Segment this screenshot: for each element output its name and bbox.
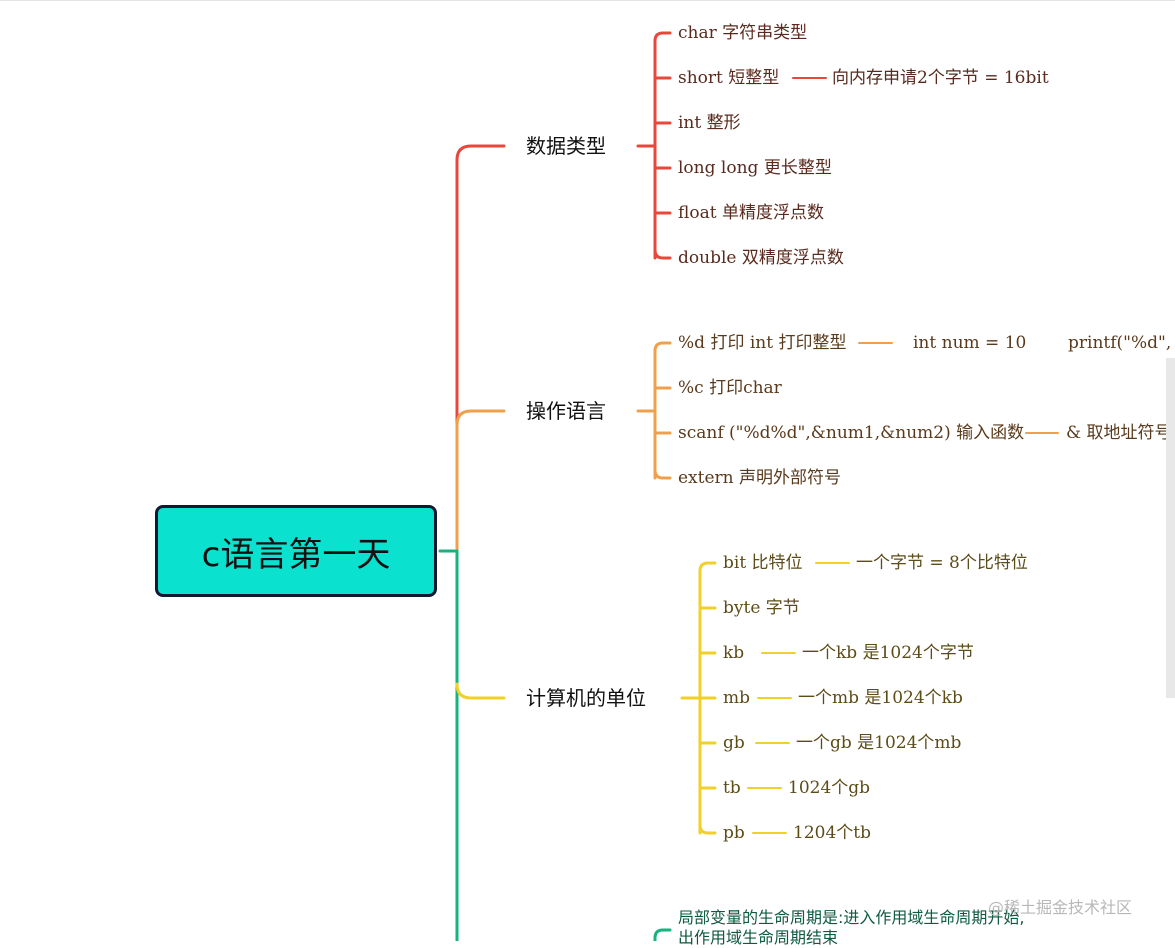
leaf-scanf[interactable]: scanf ("%d%d",&num1,&num2) 输入函数 xyxy=(678,423,1025,443)
leaf-int[interactable]: int 整形 xyxy=(678,113,741,133)
trunk-to-units xyxy=(455,682,506,700)
operations-bracket-end xyxy=(653,468,672,480)
leaf-pc[interactable]: %c 打印char xyxy=(678,378,782,398)
leaf-short-note[interactable]: 向内存申请2个字节 = 16bit xyxy=(832,68,1049,88)
leaf-kb-note[interactable]: 一个kb 是1024个字节 xyxy=(802,643,974,663)
leaf-pd-note1[interactable]: int num = 10 xyxy=(913,333,1027,353)
leaf-pd[interactable]: %d 打印 int 打印整型 xyxy=(678,333,847,353)
top-border xyxy=(0,0,1175,1)
units-note-links xyxy=(747,562,850,834)
leaf-mb-note[interactable]: 一个mb 是1024个kb xyxy=(798,688,963,708)
units-bracket-end xyxy=(698,823,717,835)
leaf-longlong[interactable]: long long 更长整型 xyxy=(678,158,832,178)
watermark: @稀土掘金技术社区 xyxy=(988,898,1133,917)
root-node[interactable]: c语言第一天 xyxy=(155,505,437,597)
leaf-short[interactable]: short 短整型 xyxy=(678,68,780,88)
leaf-pb[interactable]: pb xyxy=(723,823,745,843)
leaf-gb-note[interactable]: 一个gb 是1024个mb xyxy=(796,733,962,753)
data-types-ticks xyxy=(653,76,672,215)
trunk-to-data-types xyxy=(455,144,506,162)
variables-bracket xyxy=(653,928,672,941)
branch-units[interactable]: 计算机的单位 xyxy=(526,686,646,710)
leaf-tb[interactable]: tb xyxy=(723,778,741,798)
leaf-byte[interactable]: byte 字节 xyxy=(723,598,800,618)
leaf-double[interactable]: double 双精度浮点数 xyxy=(678,248,844,268)
units-ticks xyxy=(698,606,717,790)
leaf-gb[interactable]: gb xyxy=(723,733,745,753)
operations-bracket xyxy=(653,341,672,480)
data-types-bracket xyxy=(653,31,672,260)
leaf-kb[interactable]: kb xyxy=(723,643,745,663)
leaf-mb[interactable]: mb xyxy=(723,688,751,708)
leaf-variable-lifetime[interactable]: 局部变量的生命周期是:进入作用域生命周期开始,出作用域生命周期结束 xyxy=(678,908,1025,947)
scrollbar[interactable] xyxy=(1166,358,1175,698)
leaf-pb-note[interactable]: 1204个tb xyxy=(793,823,871,843)
leaf-bit[interactable]: bit 比特位 xyxy=(723,553,803,573)
leaf-tb-note[interactable]: 1024个gb xyxy=(788,778,871,798)
trunk-to-operations xyxy=(455,409,506,427)
leaf-pd-note2[interactable]: printf("%d", xyxy=(1068,333,1172,353)
units-bracket xyxy=(698,561,717,835)
leaf-bit-note[interactable]: 一个字节 = 8个比特位 xyxy=(856,553,1028,573)
branch-operations[interactable]: 操作语言 xyxy=(526,399,606,423)
leaf-char[interactable]: char 字符串类型 xyxy=(678,23,808,43)
data-types-bracket-end xyxy=(653,248,672,260)
leaf-extern[interactable]: extern 声明外部符号 xyxy=(678,468,842,488)
operations-ticks xyxy=(653,386,672,435)
leaf-float[interactable]: float 单精度浮点数 xyxy=(678,203,824,223)
branch-data-types[interactable]: 数据类型 xyxy=(526,134,606,158)
leaf-scanf-note[interactable]: & 取地址符号 xyxy=(1066,423,1172,443)
